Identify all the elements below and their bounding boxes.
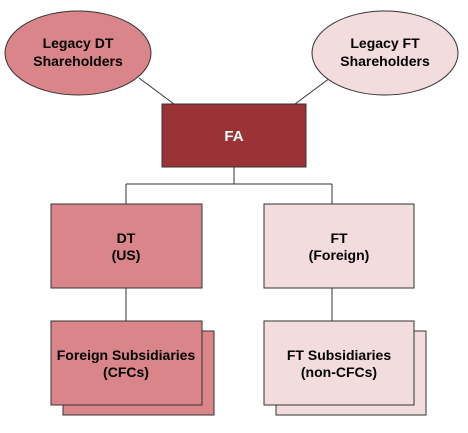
fa-node: FA — [161, 103, 307, 168]
fa-label: FA — [224, 128, 243, 145]
legacy-dt-line2: Shareholders — [33, 53, 123, 69]
legacy-dt-ellipse — [4, 10, 152, 96]
ft-node: FT (Foreign) — [263, 203, 415, 289]
foreign-subs-line2: (CFCs) — [103, 364, 149, 380]
dt-box — [50, 203, 203, 289]
dt-line1: DT — [117, 230, 136, 246]
connectors — [125, 77, 333, 321]
foreign-subsidiaries-node: Foreign Subsidiaries (CFCs) — [50, 320, 215, 416]
ft-line2: (Foreign) — [309, 247, 370, 263]
legacy-dt-line1: Legacy DT — [43, 35, 114, 51]
dt-line2: (US) — [112, 247, 141, 263]
ft-subs-front-box — [263, 320, 415, 406]
legacy-ft-line2: Shareholders — [340, 53, 430, 69]
connector-legacy-dt-to-fa — [138, 77, 175, 105]
ft-subsidiaries-node: FT Subsidiaries (non-CFCs) — [263, 320, 427, 416]
dt-node: DT (US) — [50, 203, 203, 289]
foreign-subs-line1: Foreign Subsidiaries — [57, 347, 196, 363]
legacy-ft-shareholders-node: Legacy FT Shareholders — [311, 10, 459, 96]
ft-subs-line2: (non-CFCs) — [301, 364, 377, 380]
fa-box — [161, 103, 307, 168]
legacy-ft-line1: Legacy FT — [350, 35, 420, 51]
foreign-subs-front-box — [50, 320, 203, 406]
ft-box — [263, 203, 415, 289]
legacy-dt-shareholders-node: Legacy DT Shareholders — [4, 10, 152, 96]
connector-legacy-ft-to-fa — [294, 77, 331, 105]
ft-line1: FT — [330, 230, 348, 246]
legacy-ft-ellipse — [311, 10, 459, 96]
ft-subs-line1: FT Subsidiaries — [287, 347, 391, 363]
